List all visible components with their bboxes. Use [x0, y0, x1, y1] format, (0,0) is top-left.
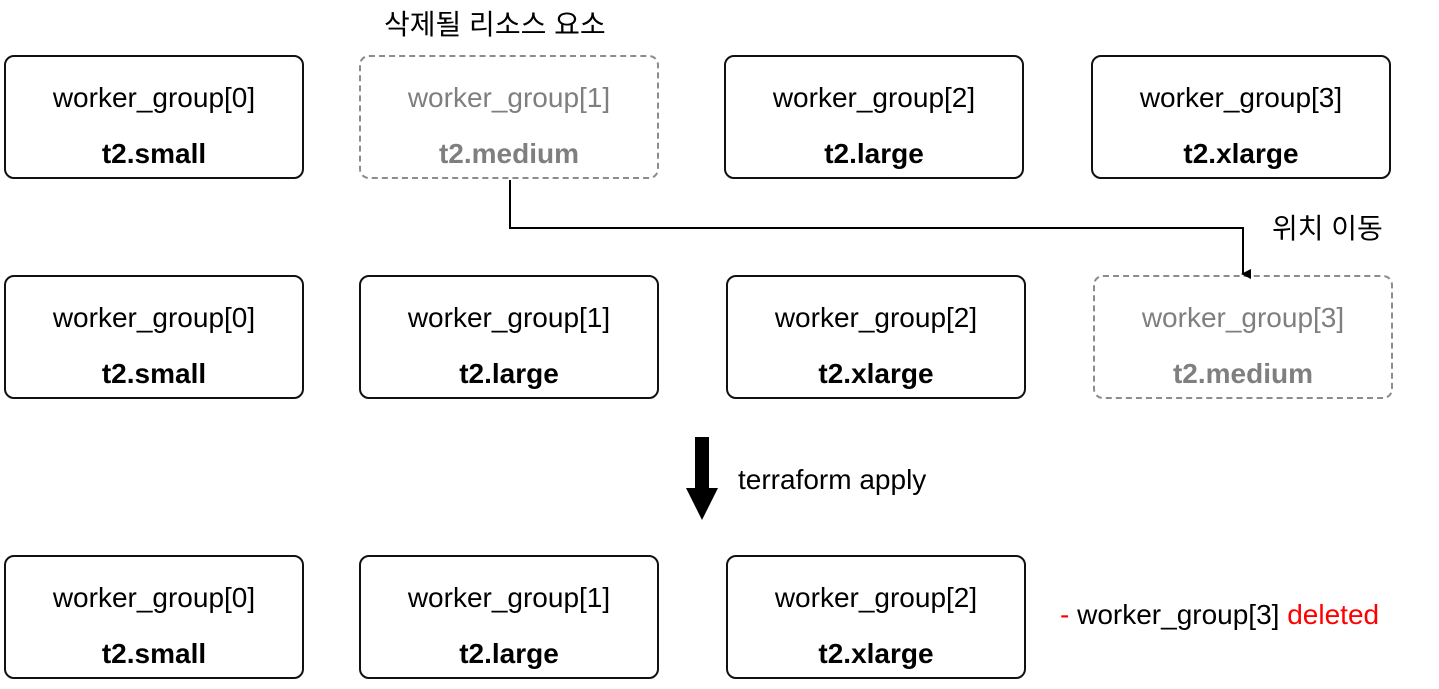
- instance-type: t2.medium: [1172, 358, 1314, 389]
- row1-box-0: worker_group[0] t2.small: [4, 55, 304, 179]
- resource-name: worker_group[0]: [52, 302, 256, 333]
- to-be-deleted-label: 삭제될 리소스 요소: [384, 9, 606, 40]
- resource-name: worker_group[3]: [1141, 302, 1345, 333]
- resource-name: worker_group[2]: [774, 582, 978, 613]
- instance-type: t2.xlarge: [1183, 138, 1299, 169]
- instance-type: t2.small: [101, 638, 207, 669]
- deleted-note-dash: -: [1060, 599, 1070, 630]
- deleted-note-item: worker_group[3]: [1077, 599, 1280, 630]
- row2-box-2: worker_group[2] t2.xlarge: [726, 275, 1026, 399]
- resource-name: worker_group[2]: [774, 302, 978, 333]
- terraform-apply-label: terraform apply: [738, 464, 927, 495]
- resource-name: worker_group[0]: [52, 82, 256, 113]
- row1-box-3: worker_group[3] t2.xlarge: [1091, 55, 1391, 179]
- instance-type: t2.xlarge: [818, 638, 934, 669]
- instance-type: t2.medium: [438, 138, 580, 169]
- move-position-label: 위치 이동: [1272, 213, 1383, 244]
- row2-box-0: worker_group[0] t2.small: [4, 275, 304, 399]
- resource-name: worker_group[1]: [407, 582, 611, 613]
- instance-type: t2.small: [101, 138, 207, 169]
- deleted-note: - worker_group[3] deleted: [1060, 598, 1379, 632]
- resource-name: worker_group[1]: [407, 302, 611, 333]
- row3-box-2: worker_group[2] t2.xlarge: [726, 555, 1026, 679]
- row1-box-1-deleted: worker_group[1] t2.medium: [359, 55, 659, 179]
- instance-type: t2.large: [824, 138, 924, 169]
- resource-name: worker_group[2]: [772, 82, 976, 113]
- instance-type: t2.large: [459, 638, 559, 669]
- row3-box-1: worker_group[1] t2.large: [359, 555, 659, 679]
- row1-box-2: worker_group[2] t2.large: [724, 55, 1024, 179]
- instance-type: t2.xlarge: [818, 358, 934, 389]
- row2-box-1: worker_group[1] t2.large: [359, 275, 659, 399]
- down-arrow-icon: [686, 437, 718, 520]
- deleted-note-status: deleted: [1287, 599, 1380, 630]
- row3-box-0: worker_group[0] t2.small: [4, 555, 304, 679]
- instance-type: t2.large: [459, 358, 559, 389]
- resource-name: worker_group[1]: [407, 82, 611, 113]
- resource-name: worker_group[3]: [1139, 82, 1343, 113]
- row2-box-3-moved: worker_group[3] t2.medium: [1093, 275, 1393, 399]
- move-connector-arrow: [509, 180, 1251, 279]
- instance-type: t2.small: [101, 358, 207, 389]
- resource-name: worker_group[0]: [52, 582, 256, 613]
